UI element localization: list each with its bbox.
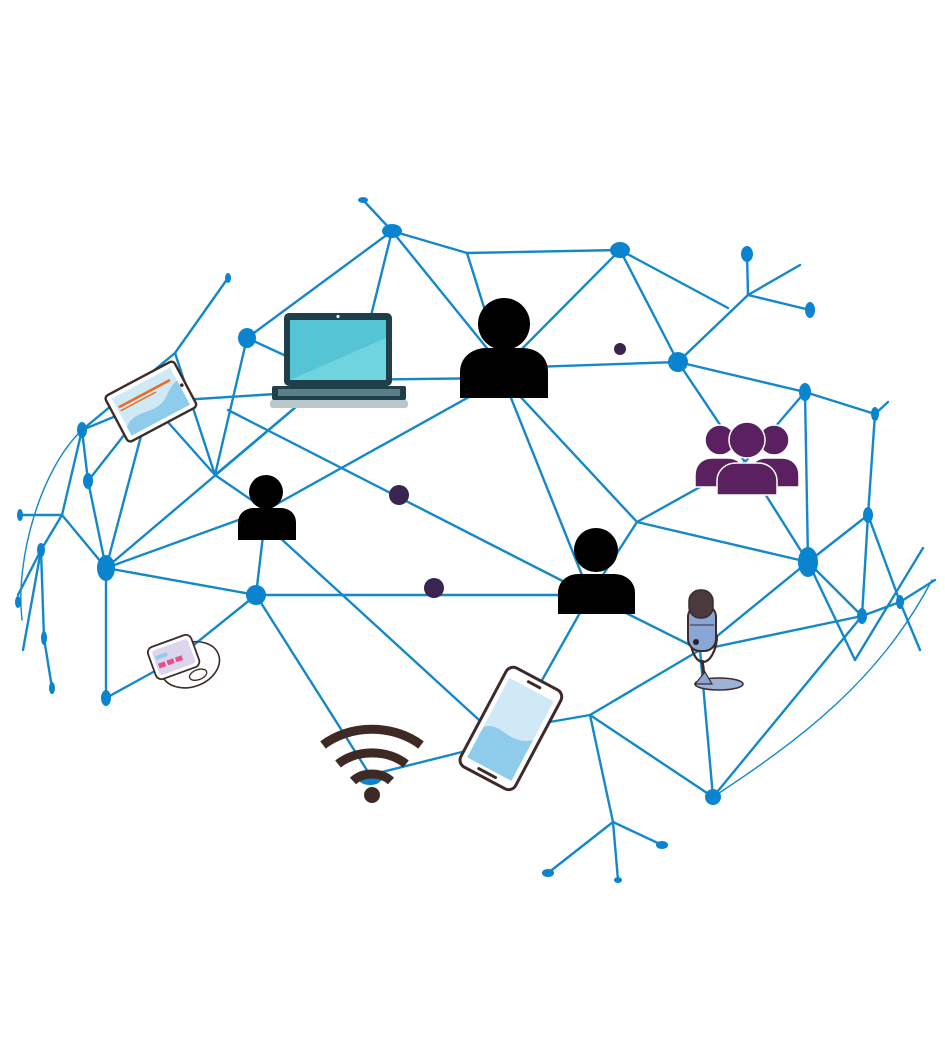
accent-dot (389, 485, 409, 505)
microphone-icon (687, 589, 744, 691)
accent-dots (389, 343, 626, 598)
laptop-icon (270, 313, 408, 408)
user-icon (558, 528, 635, 614)
user-icon (460, 298, 548, 398)
accent-dot (614, 343, 626, 355)
network-nodes (15, 197, 904, 883)
tablet-icon (104, 360, 198, 443)
wifi-icon (320, 724, 424, 803)
user-group-icon (694, 421, 800, 496)
user-icon (238, 475, 296, 540)
network-lines (16, 198, 937, 882)
smartwatch-icon (146, 633, 221, 689)
smartphone-icon (458, 665, 564, 792)
accent-dot (424, 578, 444, 598)
